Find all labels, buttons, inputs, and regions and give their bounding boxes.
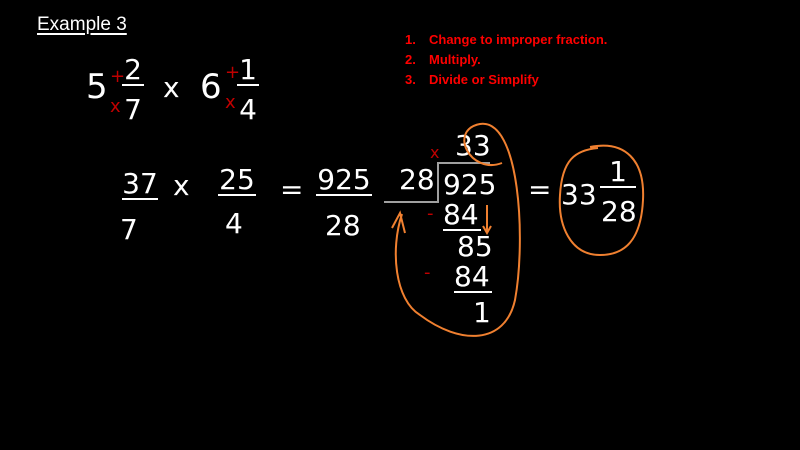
- frac3-den: 28: [325, 209, 361, 242]
- frac2-num: 25: [218, 163, 256, 196]
- loop-arrow-icon: [391, 210, 406, 234]
- times-sign: x: [163, 71, 180, 104]
- frac2-den: 4: [225, 207, 243, 240]
- x-mark: x: [110, 96, 121, 117]
- frac1-den: 7: [120, 213, 138, 246]
- step-1: 1.Change to improper fraction.: [405, 32, 608, 47]
- step-3: 3.Divide or Simplify: [405, 72, 539, 87]
- divisor: 28: [399, 163, 435, 196]
- plus-mark: +: [110, 66, 126, 87]
- dividend: 925: [443, 168, 497, 201]
- minus-sign: -: [427, 203, 434, 224]
- result-num: 1: [600, 158, 636, 188]
- mixed2-den: 4: [239, 93, 257, 126]
- remainder-1: 85: [457, 230, 493, 263]
- mixed1-whole: 5: [86, 67, 108, 107]
- plus-mark: +: [225, 62, 241, 83]
- frac3-num: 925: [316, 163, 372, 196]
- mixed1-num: 2: [122, 56, 144, 86]
- loop-annotation: [394, 122, 521, 337]
- slide-title: Example 3: [37, 14, 127, 35]
- result-circle: [558, 144, 645, 257]
- subtrahend-2: 84: [454, 263, 492, 293]
- times-sign: x: [173, 169, 190, 202]
- division-bracket: [384, 162, 490, 203]
- arrow-head-icon: [482, 225, 492, 236]
- frac1-num: 37: [122, 167, 158, 200]
- equals-sign: =: [280, 173, 304, 206]
- mixed1-den: 7: [124, 93, 142, 126]
- remainder-final: 1: [473, 296, 491, 329]
- subtrahend-1: 84: [443, 201, 481, 231]
- x-mark: x: [225, 92, 236, 113]
- step-2: 2.Multiply.: [405, 52, 481, 67]
- steps-list: 1.Change to improper fraction. 2.Multipl…: [405, 30, 607, 90]
- mixed2-whole: 6: [200, 67, 222, 107]
- result-den: 28: [601, 195, 637, 228]
- mixed2-num: 1: [237, 56, 259, 86]
- quotient: 33: [455, 129, 491, 162]
- result-whole: 33: [561, 178, 597, 211]
- minus-sign: -: [424, 262, 431, 283]
- x-mark: x: [430, 143, 440, 162]
- equals-sign: =: [528, 173, 552, 206]
